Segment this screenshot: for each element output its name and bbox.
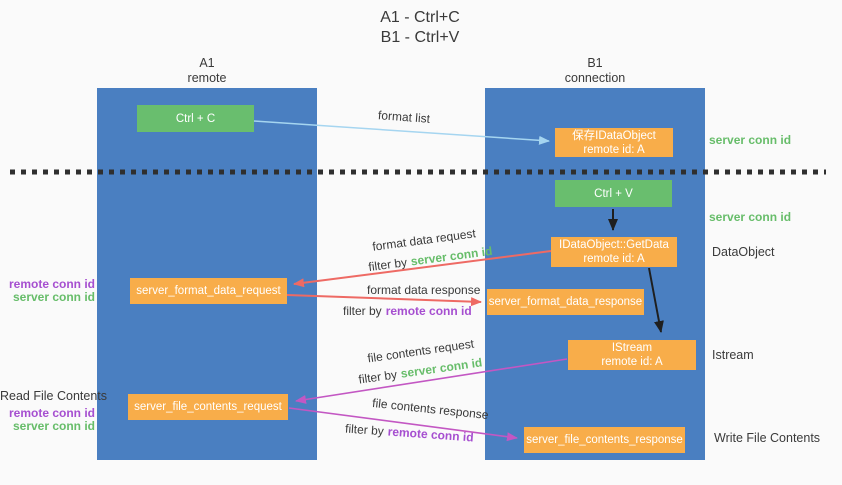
label-write-file-contents: Write File Contents xyxy=(714,431,821,445)
node-server-file-contents-request: server_file_contents_request xyxy=(128,394,288,420)
filter-by-text: filter by xyxy=(343,304,382,318)
label-file-contents-response: file contents response xyxy=(371,395,490,423)
label-server-conn-id-mid-right: server conn id xyxy=(709,210,792,224)
filter-by-text: filter by xyxy=(357,367,398,387)
node-file-response-label: server_file_contents_response xyxy=(526,434,683,446)
node-server-format-data-request: server_format_data_request xyxy=(130,278,287,304)
label-remote-conn-id-2: remote conn id xyxy=(8,406,95,420)
label-format-list: format list xyxy=(377,108,431,126)
label-server-conn-id-top-right: server conn id xyxy=(709,133,792,147)
node-ctrl-v-label: Ctrl + V xyxy=(594,187,633,200)
lane-a1-title: A1 xyxy=(199,56,215,70)
node-format-request-label: server_format_data_request xyxy=(136,285,281,297)
node-ctrl-v: Ctrl + V xyxy=(555,180,672,207)
lane-b1-title: B1 xyxy=(587,56,603,70)
diagram-title: A1 - Ctrl+C B1 - Ctrl+V xyxy=(330,8,510,48)
lane-header-a1: A1 remote xyxy=(97,56,317,86)
label-remote-conn-id-1: remote conn id xyxy=(8,277,95,291)
node-getdata-line1: IDataObject::GetData xyxy=(559,239,669,251)
lane-a1-subtitle: remote xyxy=(187,71,227,85)
node-server-file-contents-response: server_file_contents_response xyxy=(524,427,685,453)
node-save-idataobject-line2: remote id: A xyxy=(583,143,645,156)
lane-header-b1: B1 connection xyxy=(485,56,705,86)
node-save-idataobject-line1: 保存IDataObject xyxy=(572,129,656,142)
remote-conn-id-text: remote conn id xyxy=(387,424,475,445)
filter-by-text: filter by xyxy=(367,255,408,275)
label-server-conn-id-2: server conn id xyxy=(12,419,95,433)
node-server-format-data-response: server_format_data_response xyxy=(487,289,644,315)
node-file-request-label: server_file_contents_request xyxy=(134,401,282,413)
node-save-idataobject: 保存IDataObject remote id: A xyxy=(555,128,673,157)
server-conn-id-text: server conn id xyxy=(409,243,494,269)
node-format-response-label: server_format_data_response xyxy=(488,296,643,308)
node-getdata-line2: remote id: A xyxy=(583,253,645,265)
node-istream-line1: IStream xyxy=(611,342,653,354)
node-istream: IStream remote id: A xyxy=(568,340,696,370)
label-istream: Istream xyxy=(712,348,754,362)
label-format-data-response: format data response xyxy=(367,283,481,297)
title-line-2: B1 - Ctrl+V xyxy=(380,29,460,46)
remote-conn-id-text: remote conn id xyxy=(385,304,472,318)
label-group-conn-ids-top: remote conn id server conn id xyxy=(0,278,95,304)
label-dataobject: DataObject xyxy=(712,245,775,259)
node-idataobject-getdata: IDataObject::GetData remote id: A xyxy=(551,237,677,267)
label-server-conn-id-1: server conn id xyxy=(12,290,95,304)
lane-b1-subtitle: connection xyxy=(564,71,626,85)
title-line-1: A1 - Ctrl+C xyxy=(380,9,460,26)
label-read-file-contents: Read File Contents xyxy=(0,389,108,403)
node-ctrl-c-label: Ctrl + C xyxy=(175,112,216,125)
node-ctrl-c: Ctrl + C xyxy=(137,105,254,132)
label-group-read-file: Read File Contents remote conn id server… xyxy=(0,389,108,433)
node-istream-line2: remote id: A xyxy=(601,356,663,368)
filter-by-text: filter by xyxy=(344,421,385,439)
